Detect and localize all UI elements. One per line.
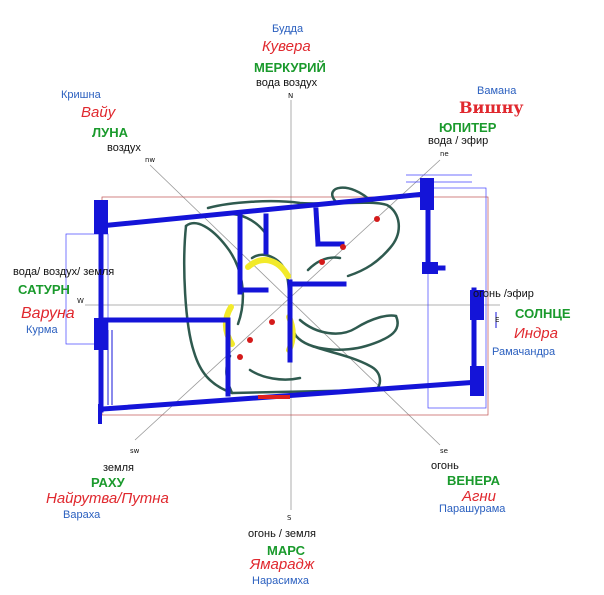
west-outline xyxy=(65,233,109,345)
se-elements-label: огонь xyxy=(431,460,459,472)
west-letter: W xyxy=(77,297,84,305)
north-elements-label: вода воздух xyxy=(256,77,318,89)
west-elements-label: вода/ воздух/ земля xyxy=(13,267,115,278)
window-lines xyxy=(107,299,497,405)
sw-letter: sw xyxy=(130,447,140,455)
west-planet-label: САТУРН xyxy=(18,282,70,297)
axis-nw-se xyxy=(149,164,441,446)
energy-points xyxy=(237,216,380,360)
north-deity-label: Кувера xyxy=(262,38,311,55)
south-letter: S xyxy=(287,514,292,522)
north-wall xyxy=(97,191,428,229)
ne-letter: ne xyxy=(440,150,449,158)
sw-avatar-label: Вараха xyxy=(63,509,101,521)
nw-letter: nw xyxy=(145,156,156,164)
west-avatar-label: Курма xyxy=(26,324,58,336)
se-letter: se xyxy=(440,447,448,455)
east-elements-label: огонь /эфир xyxy=(473,288,534,300)
ne-deity-label: Вишну xyxy=(459,98,524,117)
ne-elements-label: вода / эфир xyxy=(428,135,489,147)
se-planet-label: ВЕНЕРА xyxy=(447,473,501,488)
nw-elements-label: воздух xyxy=(107,142,141,154)
south-avatar-label: Нарасимха xyxy=(252,575,309,587)
south-wall xyxy=(100,379,481,412)
north-avatar-label: Будда xyxy=(272,23,304,35)
ne-avatar-label: Вамана xyxy=(477,85,517,97)
west-deity-label: Варуна xyxy=(21,305,75,322)
south-planet-label: МАРС xyxy=(267,543,305,558)
nw-planet-label: ЛУНА xyxy=(92,125,128,140)
north-letter: N xyxy=(288,92,294,100)
ne-planet-label: ЮПИТЕР xyxy=(439,120,497,135)
north-planet-label: МЕРКУРИЙ xyxy=(254,60,326,75)
east-avatar-label: Рамачандра xyxy=(492,346,556,358)
east-letter: E xyxy=(495,316,500,324)
east-planet-label: СОЛНЦЕ xyxy=(515,306,571,321)
south-deity-label: Ямарадж xyxy=(250,556,315,573)
wall-pillars xyxy=(94,178,484,424)
sw-deity-label: Найрутва/Путна xyxy=(46,490,169,507)
walls xyxy=(97,191,481,413)
south-elements-label: огонь / земля xyxy=(248,528,316,540)
east-deity-label: Индра xyxy=(514,325,558,342)
nw-avatar-label: Кришна xyxy=(61,89,101,101)
nw-deity-label: Вайу xyxy=(81,104,116,121)
se-avatar-label: Парашурама xyxy=(439,503,506,515)
sw-planet-label: РАХУ xyxy=(91,475,125,490)
sw-elements-label: земля xyxy=(103,462,134,474)
east-outline xyxy=(427,187,487,409)
se-deity-label: Агни xyxy=(462,488,496,505)
